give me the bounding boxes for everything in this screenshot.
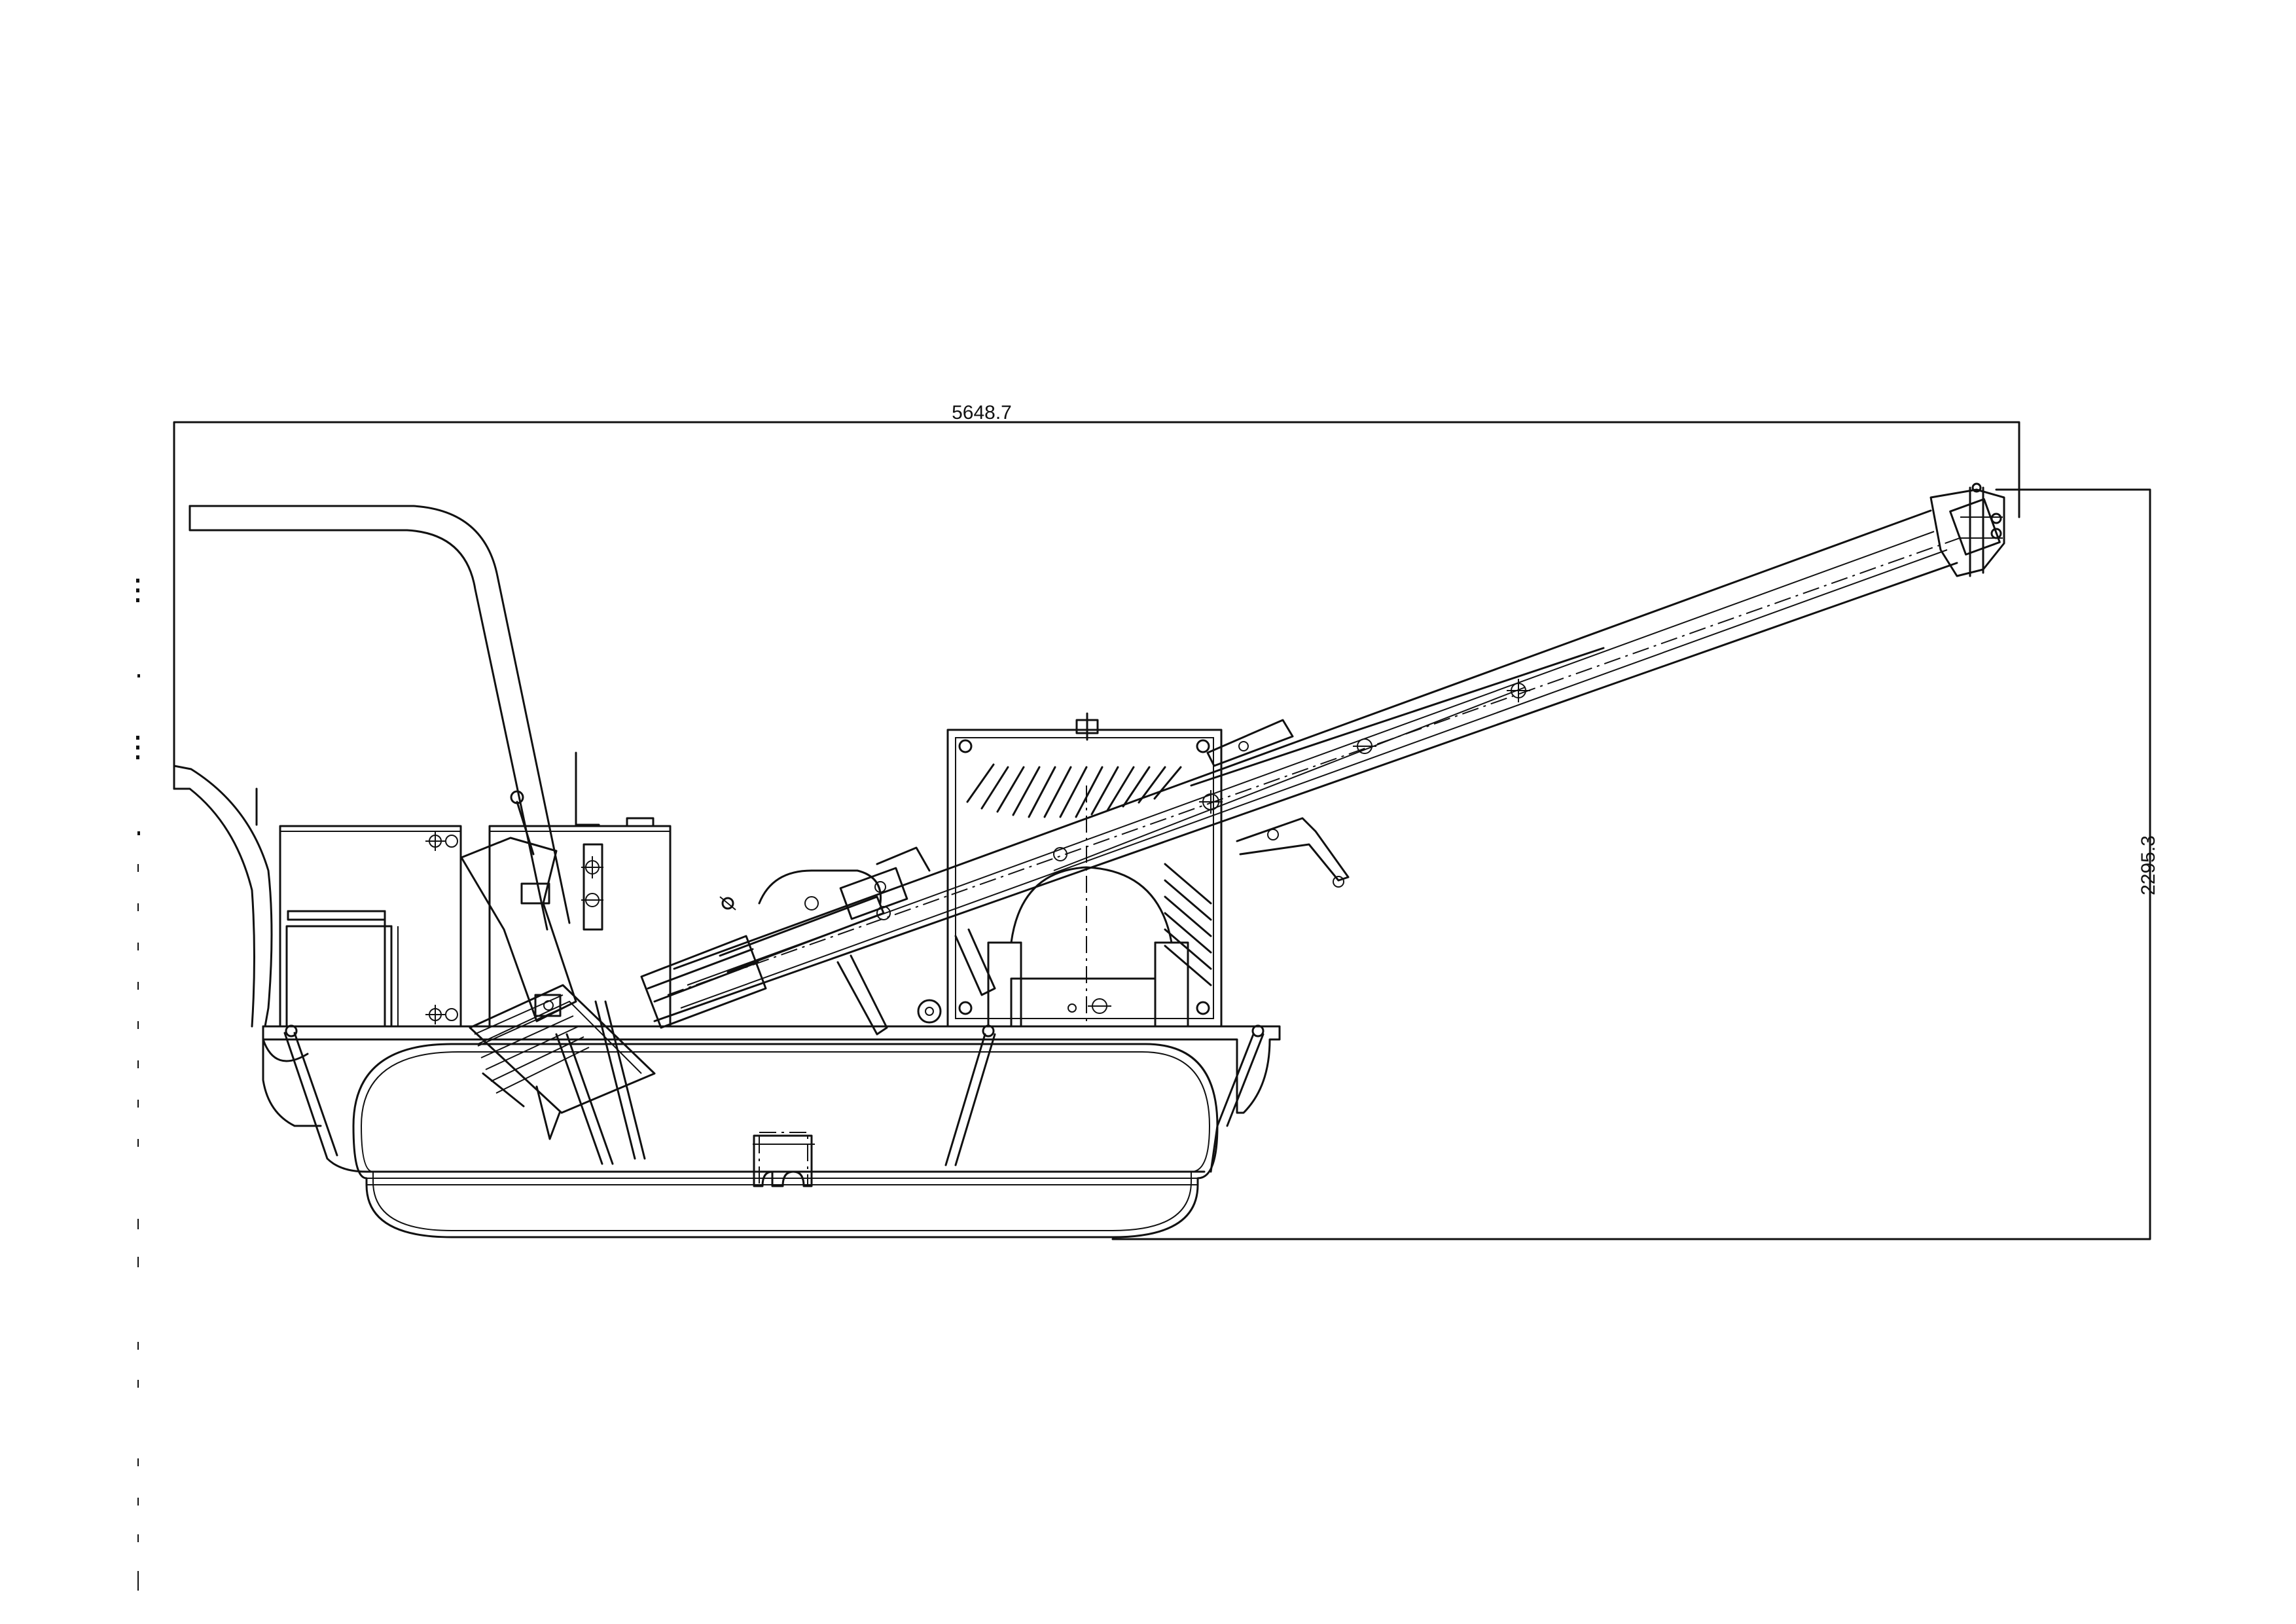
engine-box-bolts [425,831,458,1024]
guard-rails [283,1024,1265,1173]
canopy-frame [173,505,571,1028]
drill-mast [653,482,2005,1022]
gearbox-vent-slots [966,763,1212,986]
mast-gearbox [946,712,1223,1028]
height-dimension-label: 2295.3 [2138,835,2159,895]
track-bracket [753,1132,815,1187]
mast-top-pulley [1929,482,2005,577]
height-dimension: 2295.3 [1111,488,2159,1240]
mast-side-lever [1236,817,1350,888]
feed-cylinder [640,867,996,1036]
engine-box [279,825,462,1028]
mast-upper-bracket [1206,719,1294,767]
mast-pins [876,679,1530,920]
hydraulic-tank [488,751,672,1028]
aux-pump [719,846,931,911]
length-dimension: 5648.7 [173,402,2020,790]
drill-head-fins [474,994,590,1094]
chassis-platform [262,1025,1281,1127]
drill-head-base [460,837,656,1160]
margin-ticks [136,579,140,1591]
length-dimension-label: 5648.7 [952,402,1012,424]
